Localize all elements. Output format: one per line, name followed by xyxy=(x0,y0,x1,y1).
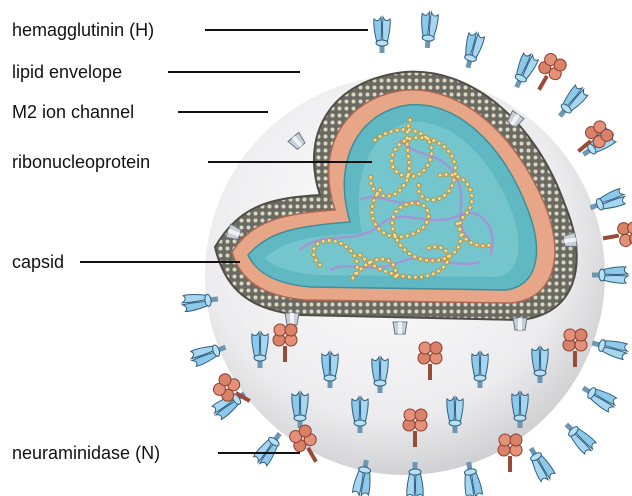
label-hemagglutinin: hemagglutinin (H) xyxy=(12,20,154,40)
label-m2-ion-channel: M2 ion channel xyxy=(12,102,134,122)
label-neuraminidase: neuraminidase (N) xyxy=(12,443,160,463)
label-ribonucleoprotein: ribonucleoprotein xyxy=(12,152,150,172)
label-capsid: capsid xyxy=(12,252,64,272)
label-lipid-envelope: lipid envelope xyxy=(12,62,122,82)
